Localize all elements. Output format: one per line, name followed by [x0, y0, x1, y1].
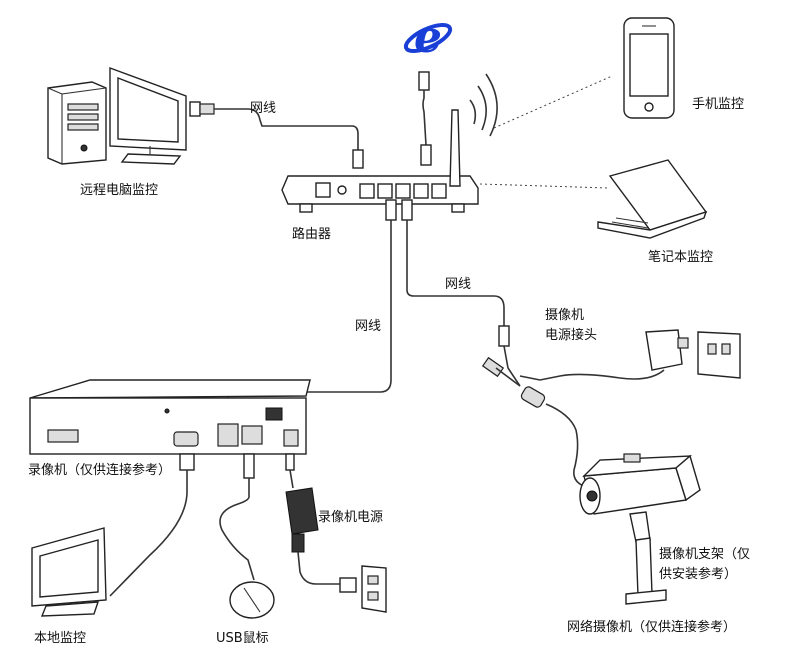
local-monitor — [31, 527, 107, 617]
ie-plug-top — [418, 71, 430, 91]
cable-router-camera — [406, 220, 505, 326]
vga-plug — [179, 453, 195, 471]
pc-network-plug — [189, 101, 215, 117]
network-camera — [579, 453, 701, 515]
router-plug-wan — [420, 144, 432, 166]
camera-bracket — [625, 511, 667, 605]
label-dvr-power: 录像机电源 — [318, 510, 384, 525]
label-cable-top: 网线 — [250, 101, 277, 116]
label-camera-power-2: 电源接头 — [545, 328, 598, 343]
cable-internet-router — [422, 90, 427, 146]
label-local-monitor: 本地监控 — [34, 631, 87, 646]
label-laptop: 笔记本监控 — [648, 250, 714, 265]
label-cable-mid: 网线 — [355, 319, 382, 334]
router — [281, 109, 479, 213]
dvr-wall-plug — [339, 577, 357, 593]
remote-pc-monitor — [109, 66, 187, 165]
label-remote-pc: 远程电脑监控 — [80, 183, 159, 198]
camera-wall-outlet — [697, 331, 741, 379]
usb-plug — [243, 453, 255, 479]
usb-mouse — [229, 581, 275, 619]
remote-pc-tower — [47, 81, 107, 165]
cable-dvr-power — [289, 469, 294, 489]
router-plug-camera — [401, 199, 413, 221]
wireless-link-phone — [493, 75, 613, 129]
laptop-device — [597, 159, 708, 239]
dvr-power-plug — [285, 453, 295, 471]
svg-text:e: e — [414, 12, 442, 63]
cable-splitter-camera — [545, 403, 591, 489]
router-plug-left — [352, 149, 364, 169]
phone-device — [623, 17, 675, 119]
label-camera-bracket-2: 供安装参考） — [659, 567, 738, 582]
dvr-recorder — [29, 379, 311, 455]
label-phone: 手机监控 — [692, 97, 745, 112]
cable-dvr-mouse — [219, 478, 255, 581]
camera-cable-splitter — [481, 345, 546, 408]
label-cable-right: 网线 — [445, 277, 472, 292]
camera-network-plug — [498, 325, 510, 347]
router-plug-dvr — [385, 199, 397, 221]
label-camera-bracket-1: 摄像机支架（仅 — [659, 547, 751, 562]
camera-power-adapter — [645, 329, 689, 371]
cable-pc-router — [214, 108, 359, 150]
label-network-camera: 网络摄像机（仅供连接参考） — [567, 620, 737, 635]
dvr-power-adapter — [285, 487, 319, 553]
cable-camera-power — [539, 369, 665, 381]
wireless-link-laptop — [479, 183, 609, 189]
label-dvr: 录像机（仅供连接参考） — [28, 463, 172, 478]
cable-power-outlet — [297, 551, 340, 585]
cable-dvr-monitor — [109, 470, 188, 597]
label-usb-mouse: USB鼠标 — [216, 631, 269, 646]
wifi-signal-icon — [469, 73, 498, 137]
label-camera-power-1: 摄像机 — [545, 308, 585, 323]
dvr-wall-outlet — [361, 565, 387, 613]
internet-explorer-icon: e — [403, 12, 453, 63]
label-router: 路由器 — [292, 227, 332, 242]
